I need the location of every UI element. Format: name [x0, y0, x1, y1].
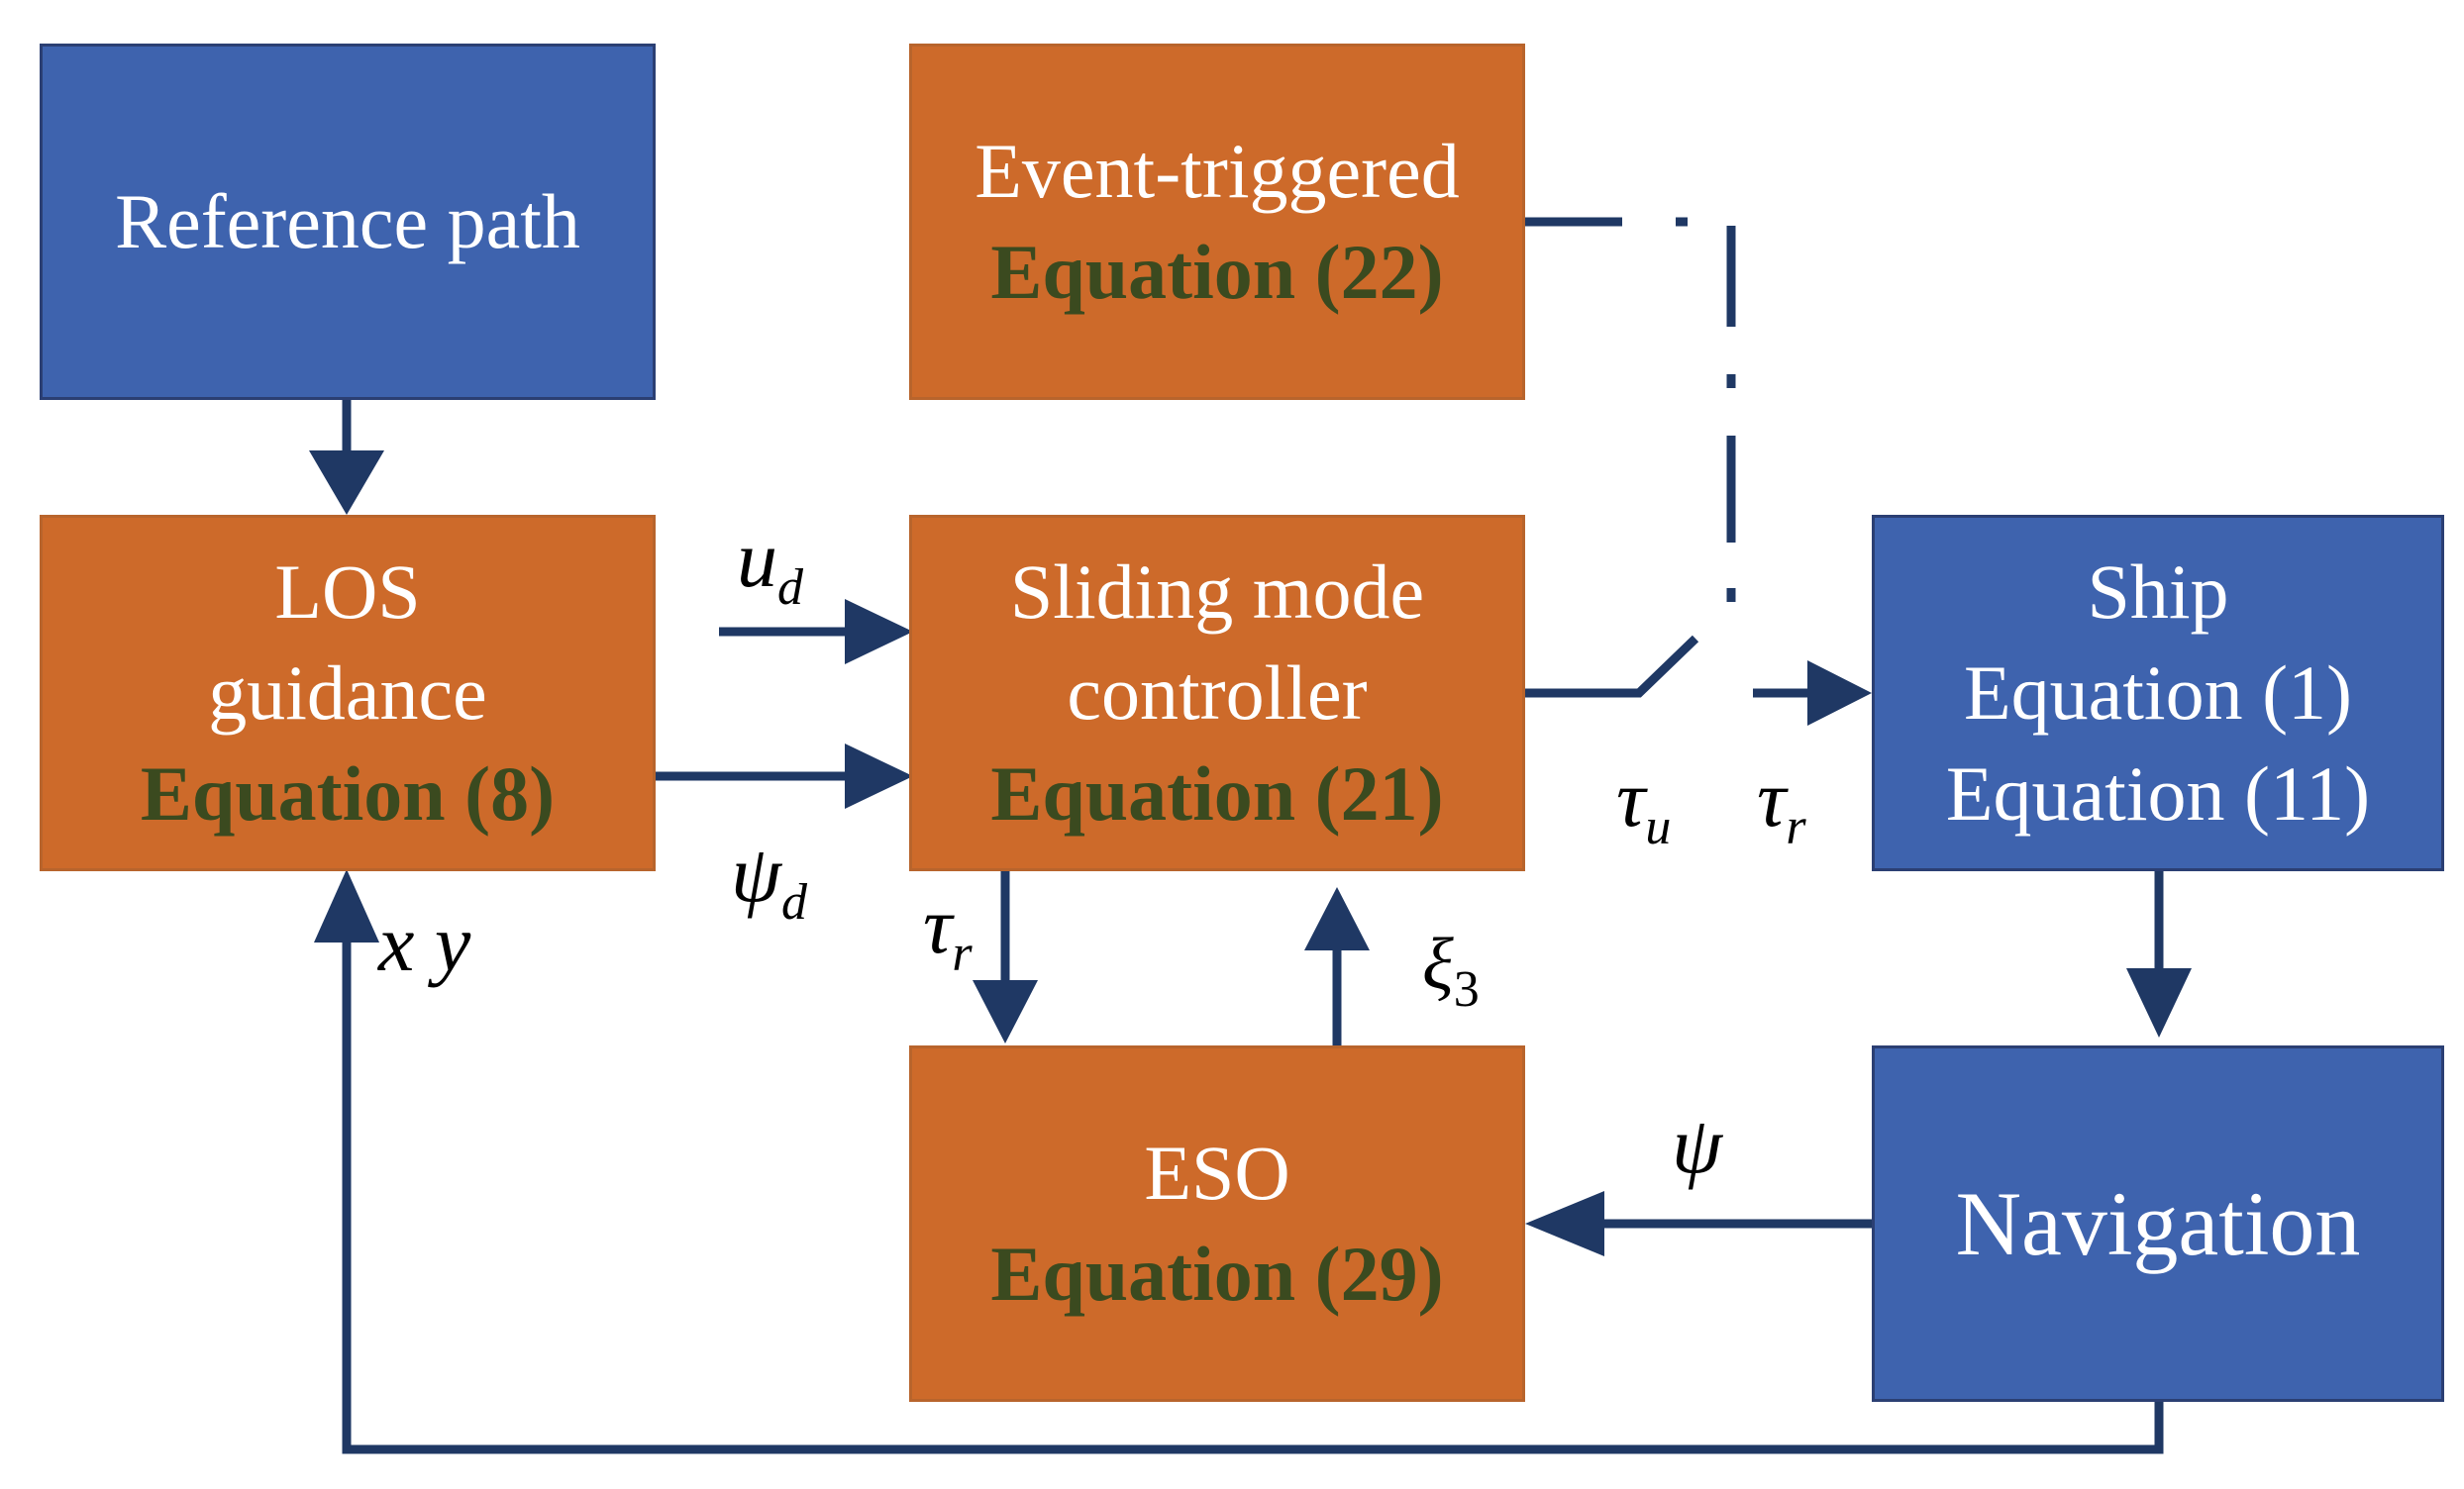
signal-psi-d: ψd [731, 829, 807, 931]
smc-label-line1: Sliding mode [1009, 548, 1425, 635]
signal-psi: ψ [1672, 1100, 1722, 1190]
arrowhead [845, 744, 913, 809]
signal-ud: ud [737, 514, 803, 616]
navigation-label: Navigation [1955, 1173, 2361, 1274]
sliding-mode-controller-block: Sliding mode controller Equation (21) [909, 515, 1525, 871]
ship-equation-1: Equation (1) [1963, 649, 2353, 736]
feedback-nav-to-los [342, 941, 2164, 1454]
los-guidance-block: LOS guidance Equation (8) [40, 515, 656, 871]
arrowhead [1525, 1191, 1604, 1256]
ship-equation-11: Equation (11) [1945, 750, 2371, 837]
reference-path-label: Reference path [115, 178, 580, 264]
guidance-label: guidance [208, 649, 487, 736]
arrowhead [1807, 660, 1872, 726]
arrowhead [845, 599, 913, 664]
signal-tau-r: τr [1757, 753, 1806, 855]
arrowhead [2126, 968, 2192, 1038]
signal-xi3: ξ3 [1422, 924, 1480, 1018]
signal-xy: x y [378, 898, 471, 988]
signal-tau-u: τu [1616, 753, 1672, 855]
event-triggered-label: Event-triggered [975, 128, 1460, 214]
arrowhead [314, 869, 379, 943]
arrowhead [309, 450, 384, 515]
signal-tau-r-to-eso: τr [923, 880, 973, 982]
los-equation: Equation (8) [140, 750, 556, 837]
eso-equation: Equation (29) [990, 1231, 1444, 1317]
los-label: LOS [274, 548, 421, 635]
eso-block: ESO Equation (29) [909, 1045, 1525, 1402]
navigation-block: Navigation [1872, 1045, 2444, 1402]
ship-label: Ship [2087, 548, 2229, 635]
ship-block: Ship Equation (1) Equation (11) [1872, 515, 2444, 871]
smc-output-line [1525, 635, 1699, 698]
smc-equation: Equation (21) [990, 750, 1444, 837]
arrowhead [973, 980, 1038, 1043]
event-triggered-block: Event-triggered Equation (22) [909, 44, 1525, 400]
smc-label-line2: controller [1067, 649, 1368, 736]
eso-label: ESO [1144, 1130, 1290, 1216]
reference-path-block: Reference path [40, 44, 656, 400]
event-triggered-equation: Equation (22) [990, 229, 1444, 315]
arrowhead [1304, 887, 1370, 950]
